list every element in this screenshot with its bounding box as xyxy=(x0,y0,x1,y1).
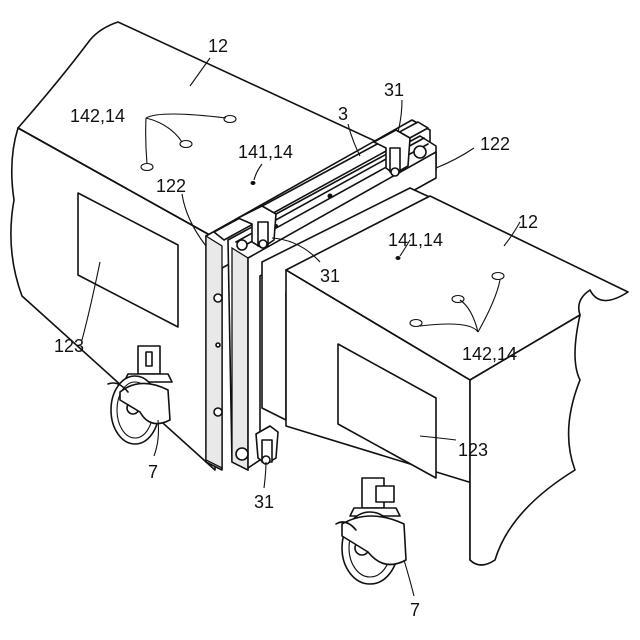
right-beam xyxy=(262,188,628,565)
label-flange-left: 122 xyxy=(156,176,186,196)
label-caster-right: 7 xyxy=(410,600,420,620)
label-caster-left: 7 xyxy=(148,462,158,482)
label-holes-right: 142,14 xyxy=(462,344,517,364)
label-beam-top-right: 12 xyxy=(518,212,538,232)
label-clamp-bottom: 31 xyxy=(254,492,274,512)
label-clamp-top-right: 31 xyxy=(384,80,404,100)
label-flange-right: 122 xyxy=(480,134,510,154)
clamp-bottom xyxy=(256,426,278,464)
label-window-left: 123 xyxy=(54,336,84,356)
label-clamp-middle: 31 xyxy=(320,266,340,286)
label-holes-left: 142,14 xyxy=(70,106,125,126)
caster-right xyxy=(336,478,406,584)
label-window-right: 123 xyxy=(458,440,488,460)
label-hole-small-right: 141,14 xyxy=(388,230,443,250)
label-connector: 3 xyxy=(338,104,348,124)
label-beam-top-left: 12 xyxy=(208,36,228,56)
hole-141-left xyxy=(251,182,255,185)
hole-141-right xyxy=(396,257,400,260)
label-hole-small-left: 141,14 xyxy=(238,142,293,162)
